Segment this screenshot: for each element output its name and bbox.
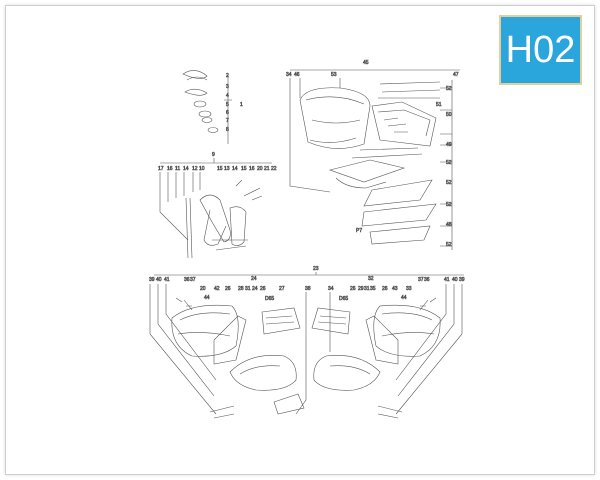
stand-drawing: [159, 172, 263, 259]
svg-text:46: 46: [294, 72, 300, 78]
svg-text:52: 52: [446, 160, 452, 166]
label-23: 23: [313, 266, 319, 272]
svg-text:20: 20: [200, 286, 206, 292]
svg-text:53: 53: [331, 72, 337, 78]
label-8: 8: [226, 127, 229, 133]
section-code-badge: H02: [499, 15, 582, 85]
svg-text:39: 39: [149, 277, 155, 283]
svg-text:39: 39: [459, 277, 465, 283]
svg-text:40: 40: [156, 277, 162, 283]
label-7: 7: [226, 118, 229, 124]
svg-text:26: 26: [225, 286, 231, 292]
label-5: 5: [226, 102, 229, 108]
svg-text:24: 24: [252, 286, 258, 292]
svg-text:44: 44: [204, 295, 210, 301]
svg-text:29: 29: [358, 286, 364, 292]
svg-text:17: 17: [158, 166, 164, 172]
svg-text:31: 31: [364, 286, 370, 292]
case-row-labels: 34 46 53 47: [286, 72, 459, 79]
svg-text:52: 52: [446, 180, 452, 186]
case-right-labels: 52 51 50 49 52 52 48 52 52: [436, 86, 452, 249]
label-6: 6: [226, 110, 229, 116]
label-2: 2: [226, 73, 229, 79]
label-3: 3: [226, 84, 229, 90]
svg-text:14: 14: [232, 166, 238, 172]
svg-text:52: 52: [446, 242, 452, 248]
svg-text:37: 37: [190, 277, 196, 283]
svg-text:26: 26: [382, 286, 388, 292]
svg-text:47: 47: [453, 72, 459, 78]
svg-text:34: 34: [328, 286, 334, 292]
svg-text:14: 14: [183, 166, 189, 172]
svg-text:26: 26: [350, 286, 356, 292]
svg-text:28: 28: [238, 286, 244, 292]
left-pannier-drawing: [149, 284, 307, 419]
svg-text:D65: D65: [339, 296, 348, 302]
clamp-group: [182, 70, 232, 144]
label-1: 1: [240, 102, 243, 108]
svg-text:52: 52: [446, 202, 452, 208]
svg-text:12: 12: [192, 166, 198, 172]
svg-text:31: 31: [245, 286, 251, 292]
label-p7: P7: [356, 228, 362, 234]
svg-text:42: 42: [214, 286, 220, 292]
svg-text:15: 15: [217, 166, 223, 172]
left-pannier-labels: 39 40 41 36 37 20 42 26 28 31 24 26 27 3…: [149, 277, 311, 303]
svg-text:33: 33: [406, 286, 412, 292]
svg-text:49: 49: [446, 142, 452, 148]
svg-text:51: 51: [436, 102, 442, 108]
svg-text:10: 10: [199, 166, 205, 172]
svg-text:36: 36: [184, 277, 190, 283]
label-9: 9: [212, 152, 215, 158]
stand-row-labels: 17 16 11 14 12 10 15 13 14 15 16 20 21 2…: [158, 166, 277, 173]
svg-text:20: 20: [257, 166, 263, 172]
svg-text:34: 34: [286, 72, 292, 78]
label-32: 32: [368, 276, 374, 282]
label-4: 4: [226, 93, 229, 99]
svg-text:D65: D65: [265, 296, 274, 302]
svg-text:41: 41: [164, 277, 170, 283]
svg-text:22: 22: [271, 166, 277, 172]
svg-text:13: 13: [224, 166, 230, 172]
label-24: 24: [251, 276, 257, 282]
svg-text:50: 50: [446, 112, 452, 118]
svg-text:44: 44: [401, 295, 407, 301]
right-pannier-labels: 34 26 29 31 35 26 43 33 37 36 41 40 39 D…: [328, 277, 465, 303]
svg-text:11: 11: [175, 166, 180, 172]
svg-text:35: 35: [370, 286, 376, 292]
right-pannier-drawing: [311, 284, 463, 419]
label-45: 45: [363, 60, 369, 66]
svg-text:36: 36: [424, 277, 430, 283]
svg-text:16: 16: [167, 166, 173, 172]
svg-text:27: 27: [279, 286, 285, 292]
svg-text:38: 38: [305, 286, 311, 292]
svg-text:26: 26: [260, 286, 266, 292]
svg-text:16: 16: [249, 166, 255, 172]
svg-text:43: 43: [392, 286, 398, 292]
svg-text:37: 37: [418, 277, 424, 283]
svg-text:15: 15: [241, 166, 247, 172]
svg-text:21: 21: [264, 166, 270, 172]
svg-text:41: 41: [444, 277, 450, 283]
svg-text:52: 52: [446, 86, 452, 92]
svg-text:48: 48: [446, 222, 452, 228]
svg-text:40: 40: [452, 277, 458, 283]
top-case-drawing: [289, 78, 453, 250]
